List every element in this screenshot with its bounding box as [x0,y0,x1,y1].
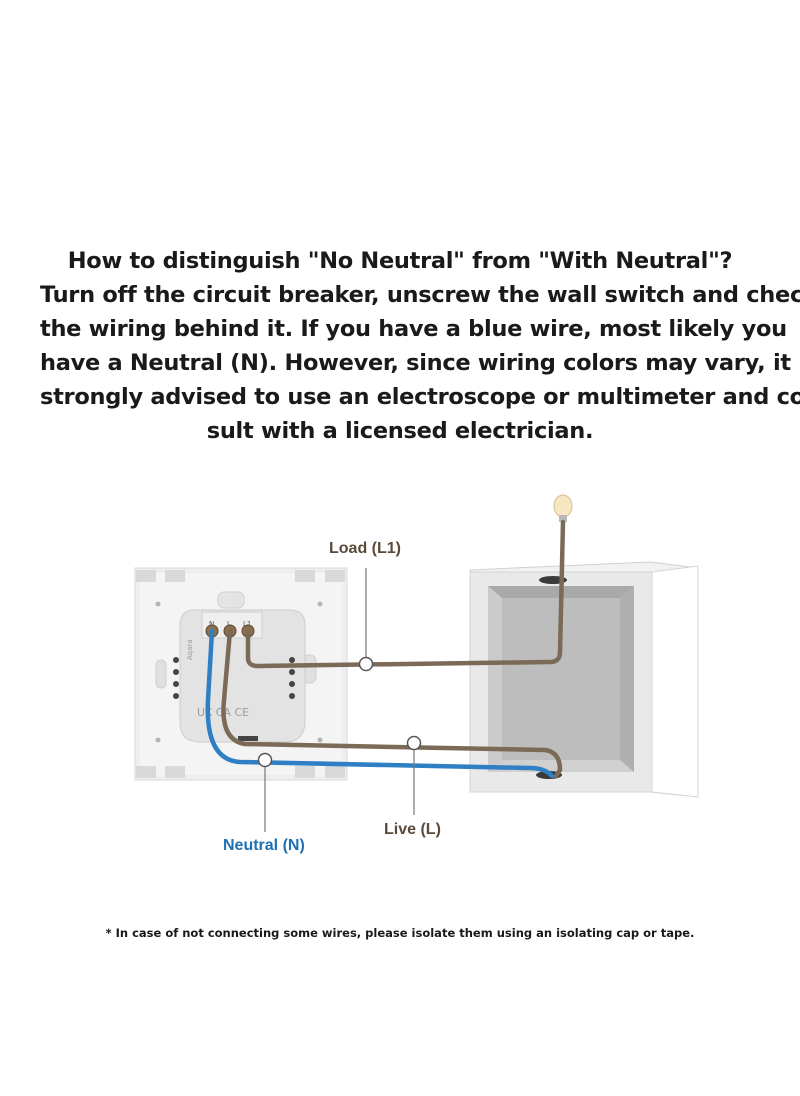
neutral-wire [205,628,555,779]
switch-plate: N L L1 Aqara UK CA CE [134,567,348,781]
terminal-l-label: L [227,620,231,628]
live-label: Live (L) [384,821,441,838]
heading-line-3: the wiring behind it. If you have a blue… [40,316,787,342]
footnote: * In case of not connecting some wires, … [105,926,695,940]
load-label: Load (L1) [329,540,401,557]
heading-line-2: Turn off the circuit breaker, unscrew th… [40,282,800,308]
neutral-marker [257,752,273,768]
load-marker [358,656,374,672]
callouts [257,568,422,832]
heading-line-5: strongly advised to use an electroscope … [40,384,800,410]
heading-line-1: How to distinguish "No Neutral" from "Wi… [67,248,733,274]
brand-mark: Aqara [186,639,194,660]
heading-line-6: sult with a licensed electrician. [206,418,594,444]
live-wire [221,628,563,779]
neutral-label: Neutral (N) [223,837,305,854]
instructions-heading: How to distinguish "No Neutral" from "Wi… [40,244,800,448]
live-marker [406,735,422,751]
load-wire [245,519,566,669]
terminal-l1-label: L1 [243,620,251,628]
heading-line-4: have a Neutral (N). However, since wirin… [40,350,800,376]
terminal-n-label: N [209,620,214,628]
wiring-diagram: N L L1 Aqara UK CA CE Load (L1) Live (L)… [134,494,699,854]
light-bulb-icon [553,494,573,522]
wall-box [469,561,699,798]
